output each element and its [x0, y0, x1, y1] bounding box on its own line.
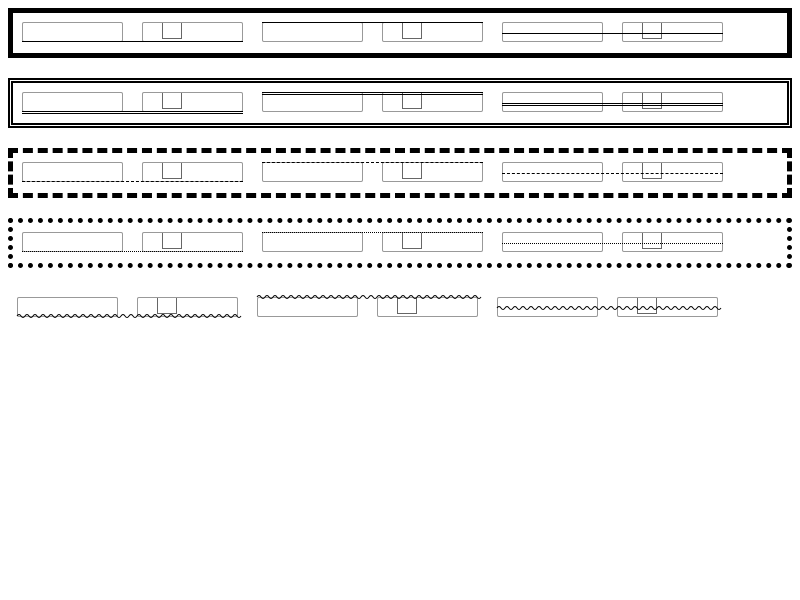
double-row-box: [142, 92, 243, 112]
solid-row-box: [382, 22, 483, 42]
wavy-row-box: [377, 297, 478, 317]
solid-row-box: [502, 22, 603, 42]
double-row-notch: [402, 93, 422, 109]
double-row-box: [622, 92, 723, 112]
solid-frame: [8, 8, 792, 58]
solid-row-box: [22, 22, 123, 42]
dotted-row-notch: [642, 233, 662, 249]
solid-row-box: [142, 22, 243, 42]
double-row-box: [382, 92, 483, 112]
wavy-row-underline-line: [16, 314, 242, 318]
dashed-row-underline-line: [22, 181, 243, 182]
double-row-box: [22, 92, 123, 112]
wavy-row-overline-line: [256, 295, 482, 299]
dotted-row-box: [22, 232, 123, 252]
dotted-row-notch: [402, 233, 422, 249]
solid-row-notch: [162, 23, 182, 39]
dashed-row-box: [142, 162, 243, 182]
solid-row-underline-line: [22, 41, 243, 42]
double-row-notch: [162, 93, 182, 109]
dotted-row-box: [142, 232, 243, 252]
double-row-box: [262, 92, 363, 112]
dashed-row-box: [382, 162, 483, 182]
solid-row-box: [622, 22, 723, 42]
dashed-row-box: [622, 162, 723, 182]
double-row-box: [502, 92, 603, 112]
dashed-row-notch: [402, 163, 422, 179]
wavy-row-notch: [637, 298, 657, 314]
solid-row-line-through-line: [502, 33, 723, 34]
double-frame: [8, 78, 792, 128]
double-row-line-through-line: [502, 103, 723, 106]
dotted-row-overline-line: [262, 232, 483, 233]
dashed-row-overline-line: [262, 162, 483, 163]
dotted-row-line-through-line: [502, 243, 723, 244]
dotted-row-box: [502, 232, 603, 252]
wavy-row-notch: [397, 298, 417, 314]
double-row-underline-line: [22, 111, 243, 114]
dashed-row-notch: [162, 163, 182, 179]
dotted-row-box: [622, 232, 723, 252]
dotted-frame: [8, 218, 792, 268]
wavy-row-line-through-line: [496, 306, 722, 310]
dotted-row-notch: [162, 233, 182, 249]
dashed-row-box: [262, 162, 363, 182]
wavy-row-box: [257, 297, 358, 317]
double-row-notch: [642, 93, 662, 109]
solid-row-box: [262, 22, 363, 42]
dotted-row-box: [382, 232, 483, 252]
wavy-row-notch: [157, 298, 177, 314]
dashed-row-notch: [642, 163, 662, 179]
double-row-overline-line: [262, 92, 483, 95]
wavy-row-box: [17, 297, 118, 317]
wavy-row-box: [137, 297, 238, 317]
dashed-frame: [8, 148, 792, 198]
dashed-row-box: [22, 162, 123, 182]
solid-row-overline-line: [262, 22, 483, 23]
dashed-row-line-through-line: [502, 173, 723, 174]
solid-row-notch: [402, 23, 422, 39]
dashed-row-box: [502, 162, 603, 182]
dotted-row-box: [262, 232, 363, 252]
dotted-row-underline-line: [22, 251, 243, 252]
solid-row-notch: [642, 23, 662, 39]
